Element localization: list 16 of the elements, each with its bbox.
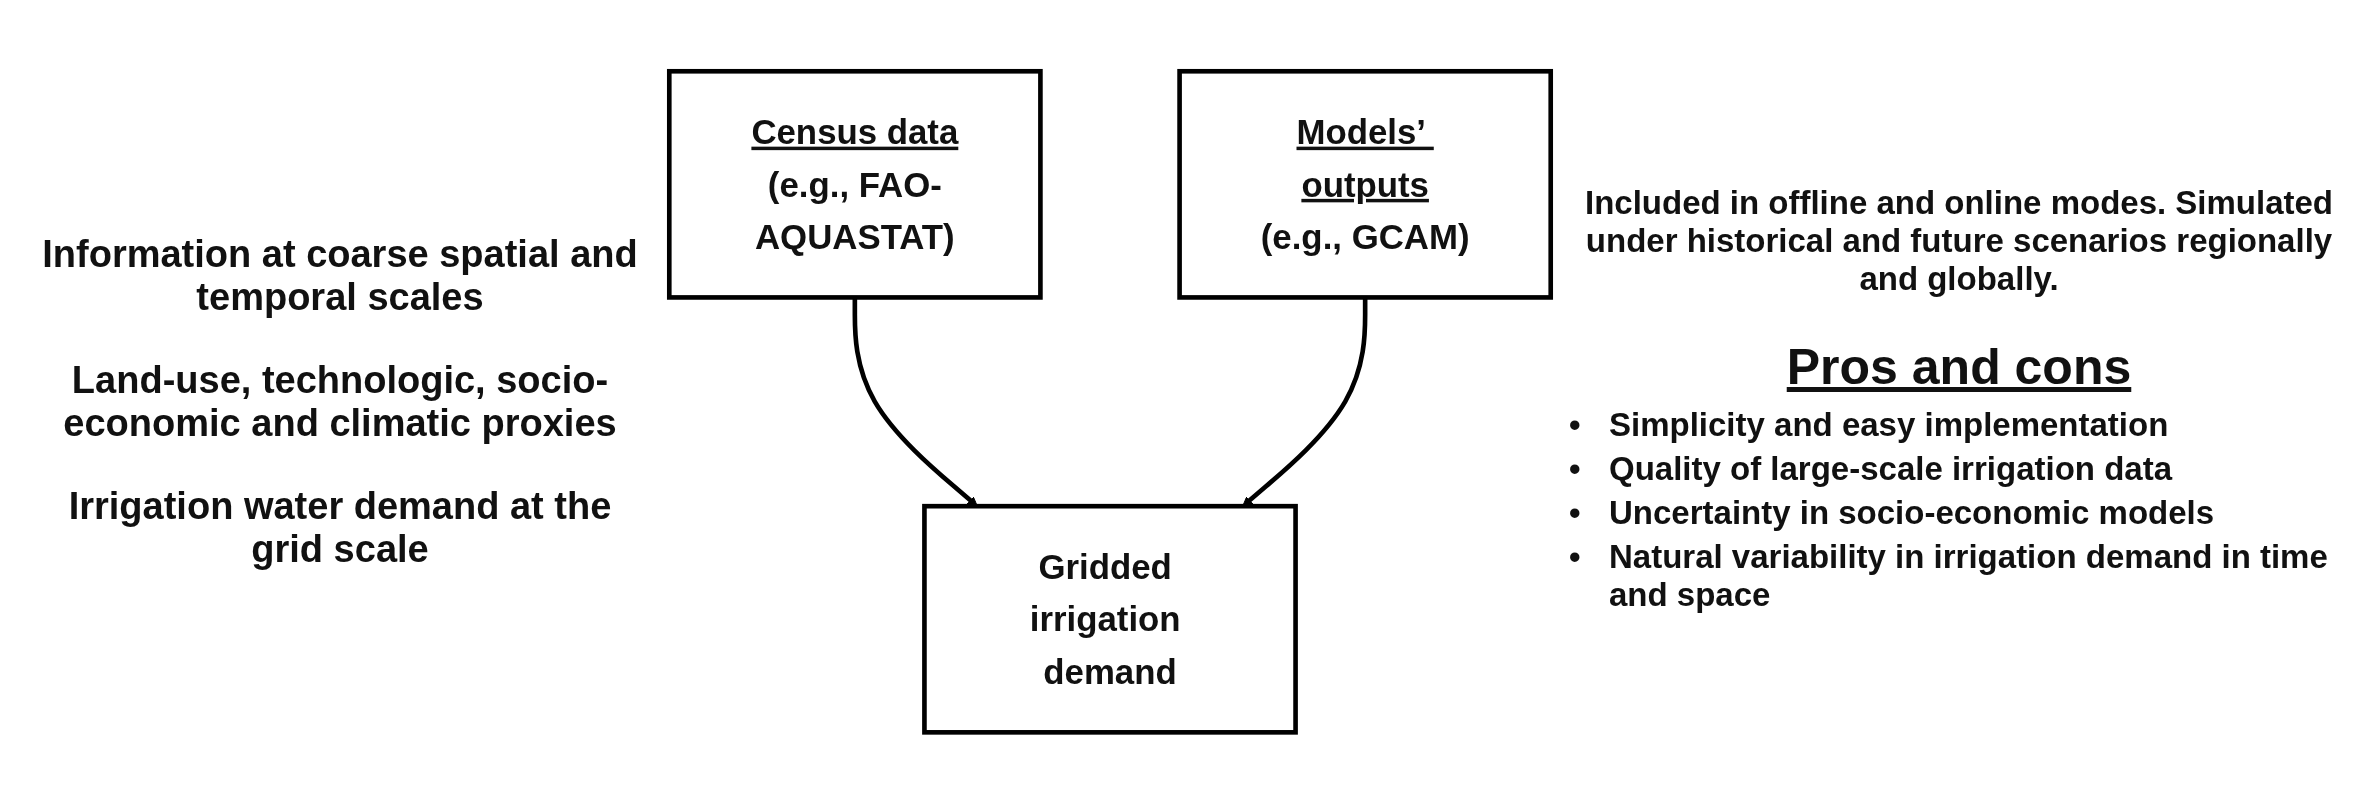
bullet-item: Uncertainty in socio-economic models bbox=[1609, 493, 2215, 532]
bullet-marker: • bbox=[1569, 449, 1582, 488]
bullet-marker: • bbox=[1569, 493, 1582, 532]
section-heading: Pros and cons bbox=[1785, 337, 2133, 396]
note-text: Included in offline and online modes. Simulated under historical and future scenarios regionally and globally. bbox=[1583, 183, 2335, 298]
bullet-item: Simplicity and easy implementation bbox=[1609, 405, 2169, 444]
description-text: Irrigation water demand at the grid scale bbox=[67, 484, 613, 571]
bullet-item: Quality of large-scale irrigation data bbox=[1609, 449, 2172, 488]
node-box: Models’ outputs (e.g., GCAM) bbox=[1176, 68, 1553, 300]
bullet-item: Natural variability in irrigation demand in time and space bbox=[1609, 537, 2329, 614]
bullet-marker: • bbox=[1569, 405, 1582, 444]
node-box: Gridded irrigation demand bbox=[921, 503, 1298, 735]
bullet-marker: • bbox=[1569, 537, 1582, 577]
node-box: Census data (e.g., FAO-AQUASTAT) bbox=[666, 68, 1043, 300]
description-text: Information at coarse spatial and temporal scales bbox=[41, 232, 639, 319]
description-text: Land-use, technologic, socio-economic and climatic proxies bbox=[62, 358, 618, 445]
